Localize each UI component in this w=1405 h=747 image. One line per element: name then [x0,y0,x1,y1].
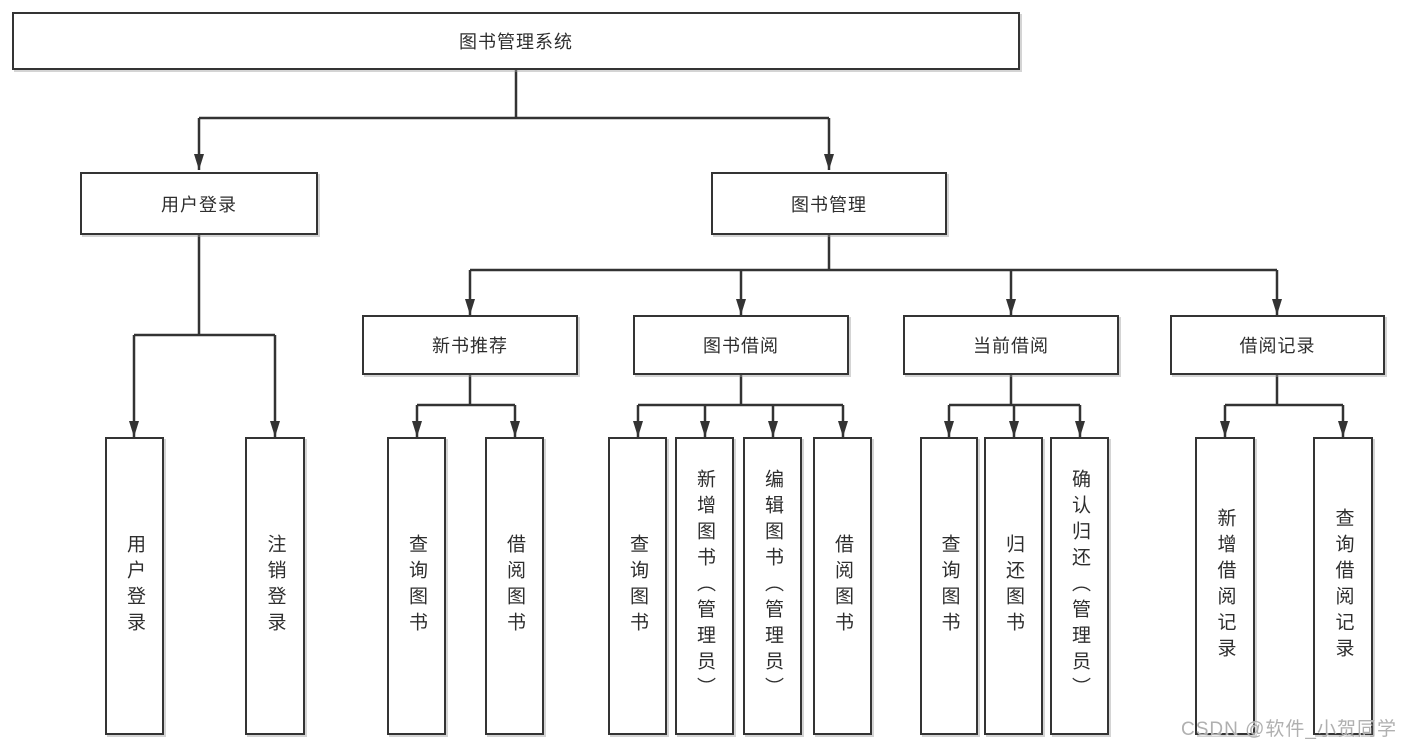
connector-current-borrow-split [944,375,1085,437]
leaf-user-login: 用户登录 [105,437,164,735]
node-root-system-label: 图书管理系统 [459,32,573,52]
node-new-book-recommend: 新书推荐 [362,315,578,375]
connector-book-management-split [465,235,1282,315]
leaf-query-books-borrow: 查询图书 [608,437,667,735]
leaf-query-books-current-label: 查询图书 [938,534,960,638]
leaf-return-book: 归还图书 [984,437,1043,735]
leaf-query-borrow-record: 查询借阅记录 [1313,437,1373,735]
leaf-add-borrow-record: 新增借阅记录 [1195,437,1255,735]
connector-root-split [194,70,834,170]
leaf-query-books-current: 查询图书 [920,437,978,735]
leaf-query-books-recommend: 查询图书 [387,437,446,735]
node-book-borrow: 图书借阅 [633,315,849,375]
node-book-management: 图书管理 [711,172,947,235]
node-new-book-recommend-label: 新书推荐 [432,336,508,356]
node-current-borrow: 当前借阅 [903,315,1119,375]
leaf-add-borrow-record-label: 新增借阅记录 [1214,508,1236,664]
leaf-confirm-return-admin: 确认归还（管理员） [1050,437,1109,735]
leaf-logout: 注销登录 [245,437,305,735]
leaf-query-borrow-record-label: 查询借阅记录 [1332,508,1354,664]
leaf-borrow-books-recommend: 借阅图书 [485,437,544,735]
node-book-borrow-label: 图书借阅 [703,336,779,356]
leaf-add-book-admin-label: 新增图书（管理员） [694,469,715,703]
leaf-borrow-books-recommend-label: 借阅图书 [504,534,525,638]
node-borrow-records-label: 借阅记录 [1239,336,1316,356]
leaf-add-book-admin: 新增图书（管理员） [675,437,734,735]
leaf-borrow-books-label: 借阅图书 [832,534,853,638]
connector-book-borrow-split [633,375,848,437]
leaf-user-login-label: 用户登录 [124,534,145,638]
csdn-watermark: CSDN @软件_小贺同学 [1181,719,1397,740]
leaf-query-books-recommend-label: 查询图书 [406,534,427,638]
node-current-borrow-label: 当前借阅 [973,336,1049,356]
node-root-system: 图书管理系统 [12,12,1020,70]
leaf-return-book-label: 归还图书 [1003,534,1024,638]
leaf-edit-book-admin: 编辑图书（管理员） [743,437,802,735]
leaf-confirm-return-admin-label: 确认归还（管理员） [1069,469,1090,703]
leaf-query-books-borrow-label: 查询图书 [627,534,648,638]
connector-user-login-split [129,235,280,437]
connector-new-book-split [412,375,520,437]
leaf-logout-label: 注销登录 [264,534,286,638]
leaf-edit-book-admin-label: 编辑图书（管理员） [762,469,783,703]
leaf-borrow-books: 借阅图书 [813,437,872,735]
node-user-login: 用户登录 [80,172,318,235]
connector-borrow-record-split [1220,375,1348,437]
node-book-management-label: 图书管理 [791,194,867,215]
node-borrow-records: 借阅记录 [1170,315,1385,375]
node-user-login-label: 用户登录 [161,194,237,215]
